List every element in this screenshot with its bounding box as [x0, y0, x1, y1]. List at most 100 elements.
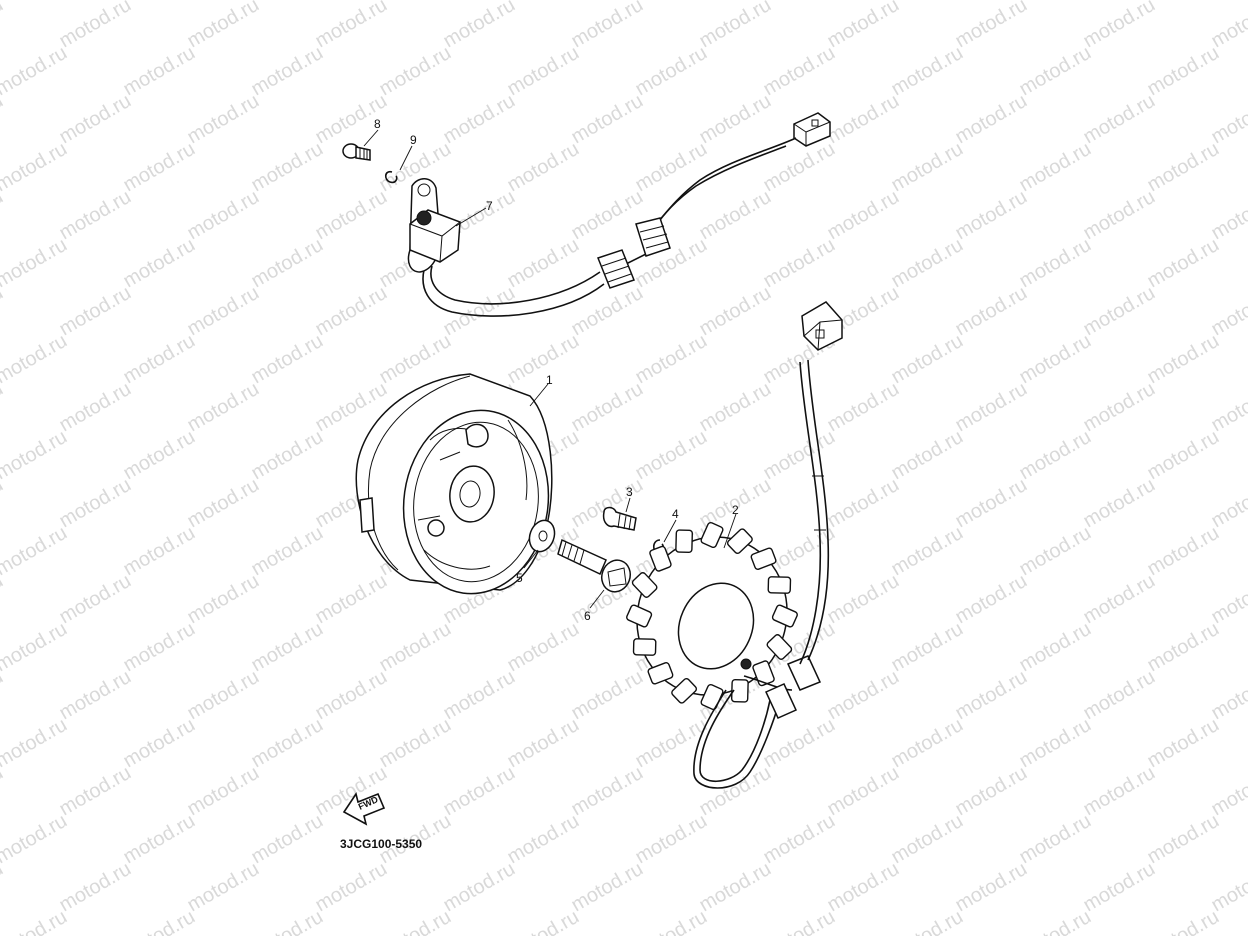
watermark-text: motod.ru — [1016, 234, 1095, 293]
watermark-text: motod.ru — [824, 570, 903, 629]
watermark-text: motod.ru — [1208, 378, 1248, 437]
watermark-text: motod.ru — [760, 906, 839, 936]
stator-tooth — [767, 576, 792, 594]
leader-lines — [363, 129, 737, 609]
stator-tooth — [675, 529, 694, 553]
watermark-text: motod.ru — [888, 234, 967, 293]
watermark-text: motod.ru — [376, 0, 455, 4]
stator-tooth — [647, 662, 674, 685]
watermark-text: motod.ru — [1144, 810, 1223, 869]
stator-tooth — [632, 638, 657, 656]
washer-9 — [384, 170, 398, 184]
stator-tooth — [671, 678, 698, 704]
watermark-text: motod.ru — [376, 42, 455, 101]
watermark-text: motod.ru — [1016, 618, 1095, 677]
watermark-text: motod.ru — [1080, 282, 1159, 341]
watermark-text: motod.ru — [56, 474, 135, 533]
watermark-text: motod.ru — [888, 0, 967, 4]
washer-5 — [528, 519, 556, 553]
part-label-6: 6 — [584, 609, 591, 623]
stator-assembly — [626, 301, 843, 789]
watermark-text: motod.ru — [248, 906, 327, 936]
watermark-text: motod.ru — [1208, 570, 1248, 629]
stator-tooth — [649, 545, 672, 572]
watermark-text: motod.ru — [888, 426, 967, 485]
watermark-text: motod.ru — [824, 0, 903, 52]
pickup-coil-body — [409, 209, 461, 263]
watermark-text: motod.ru — [1144, 618, 1223, 677]
watermark-text: motod.ru — [568, 858, 647, 917]
watermark-text: motod.ru — [184, 90, 263, 149]
watermark-text: motod.ru — [248, 0, 327, 4]
watermark-text: motod.ru — [824, 858, 903, 917]
watermark-text: motod.ru — [248, 234, 327, 293]
watermark-text: motod.ru — [440, 90, 519, 149]
watermark-text: motod.ru — [440, 0, 519, 52]
watermark-text: motod.ru — [888, 42, 967, 101]
watermark-text: motod.ru — [56, 0, 135, 52]
watermark-text: motod.ru — [56, 186, 135, 245]
watermark-text: motod.ru — [56, 90, 135, 149]
watermark-text: motod.ru — [1016, 0, 1095, 4]
watermark-text: motod.ru — [56, 570, 135, 629]
watermark-text: motod.ru — [1208, 858, 1248, 917]
watermark-text: motod.ru — [696, 186, 775, 245]
bolt-6 — [557, 538, 631, 593]
watermark-text: motod.ru — [696, 282, 775, 341]
stator-tooth — [700, 521, 724, 549]
watermark-text: motod.ru — [568, 186, 647, 245]
watermark-text: motod.ru — [0, 138, 71, 197]
watermark-text: motod.ru — [312, 858, 391, 917]
watermark-text: motod.ru — [56, 858, 135, 917]
watermark-text: motod.ru — [376, 906, 455, 936]
watermark-text: motod.ru — [184, 666, 263, 725]
watermark-text: motod.ru — [248, 42, 327, 101]
watermark-text: motod.ru — [1208, 762, 1248, 821]
watermark-text: motod.ru — [1016, 906, 1095, 936]
watermark-text: motod.ru — [1080, 570, 1159, 629]
watermark-text: motod.ru — [1016, 426, 1095, 485]
watermark-text: motod.ru — [824, 474, 903, 533]
watermark-text: motod.ru — [504, 234, 583, 293]
watermark-text: motod.ru — [1080, 762, 1159, 821]
watermark-text: motod.ru — [1208, 282, 1248, 341]
watermark-text: motod.ru — [1080, 474, 1159, 533]
watermark-text: motod.ru — [568, 762, 647, 821]
stator-tooth — [766, 634, 793, 660]
watermark-text: motod.ru — [696, 858, 775, 917]
watermark-text: motod.ru — [248, 138, 327, 197]
watermark-text: motod.ru — [824, 762, 903, 821]
watermark-text: motod.ru — [696, 0, 775, 52]
watermark-text: motod.ru — [120, 42, 199, 101]
part-label-7: 7 — [486, 199, 493, 213]
watermark-text: motod.ru — [952, 186, 1031, 245]
watermark-text: motod.ru — [120, 0, 199, 4]
part-label-5: 5 — [516, 571, 523, 585]
watermark-text: motod.ru — [632, 42, 711, 101]
watermark-text: motod.ru — [184, 762, 263, 821]
watermark-text: motod.ru — [312, 186, 391, 245]
watermark-text: motod.ru — [184, 0, 263, 52]
watermark-text: motod.ru — [760, 810, 839, 869]
watermark-text: motod.ru — [1080, 90, 1159, 149]
watermark-text: motod.ru — [0, 522, 71, 581]
watermark-text: motod.ru — [184, 858, 263, 917]
watermark-text: motod.ru — [1080, 0, 1159, 52]
pickup-coil-assembly — [407, 112, 831, 317]
watermark-text: motod.ru — [504, 138, 583, 197]
watermark-text: motod.ru — [120, 522, 199, 581]
watermark-text: motod.ru — [568, 378, 647, 437]
watermark-text: motod.ru — [952, 0, 1031, 52]
part-label-4: 4 — [672, 507, 679, 521]
part-label-9: 9 — [410, 133, 417, 147]
watermark-text: motod.ru — [952, 570, 1031, 629]
watermark-text: motod.ru — [568, 90, 647, 149]
watermark-text: motod.ru — [1144, 426, 1223, 485]
stator-tooth — [631, 572, 658, 598]
watermark-text: motod.ru — [376, 714, 455, 773]
watermark-text: motod.ru — [1144, 906, 1223, 936]
watermark-text: motod.ru — [760, 0, 839, 4]
stator-tooth — [626, 604, 653, 628]
watermark-text: motod.ru — [1208, 474, 1248, 533]
screw-8 — [342, 143, 371, 161]
